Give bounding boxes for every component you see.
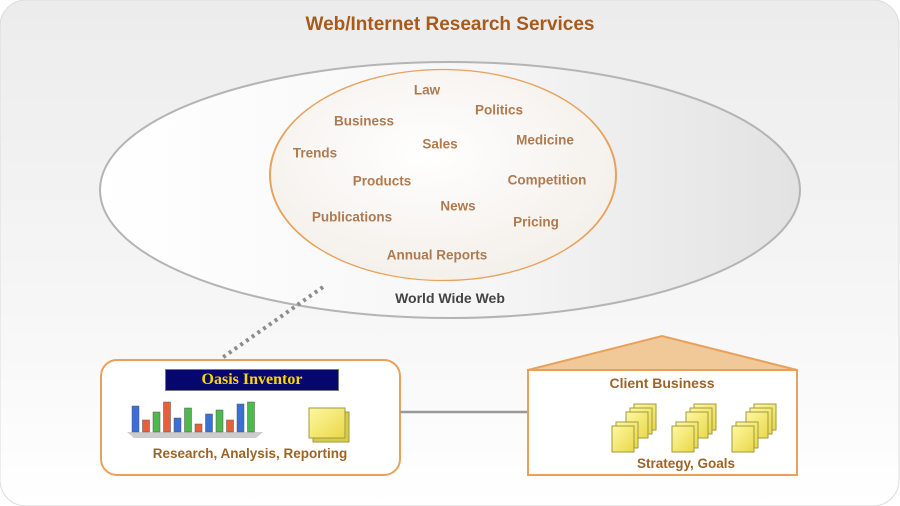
bar-chart-icon-bar — [226, 419, 234, 433]
document-icon — [308, 407, 350, 443]
topic-annual-reports: Annual Reports — [386, 247, 488, 263]
bar-chart-icon-bar — [163, 401, 171, 433]
page-title: Web/Internet Research Services — [305, 14, 595, 35]
bar-chart-icon-bar — [152, 411, 161, 433]
topic-competition: Competition — [507, 172, 587, 188]
bar-chart-icon-bar — [205, 413, 213, 433]
oasis-inventor-badge: Oasis Inventor — [165, 369, 339, 391]
topic-pricing: Pricing — [513, 214, 559, 230]
topic-trends: Trends — [292, 145, 338, 161]
bar-chart-icon-bar — [236, 403, 245, 433]
document-stack-icon — [671, 403, 717, 453]
topic-business: Business — [333, 113, 395, 129]
oasis-caption: Research, Analysis, Reporting — [152, 446, 348, 461]
bar-chart-icon-bar — [131, 405, 140, 433]
client-caption: Strategy, Goals — [637, 456, 736, 471]
topic-medicine: Medicine — [516, 132, 574, 148]
topic-publications: Publications — [311, 209, 393, 225]
world-wide-web-label: World Wide Web — [395, 290, 505, 306]
bar-chart-icon-bar — [173, 417, 182, 433]
bar-chart-icon-bar — [247, 401, 255, 433]
document-stack-icon — [611, 403, 777, 453]
document-stack-icon — [731, 403, 777, 453]
topic-circle — [269, 68, 617, 282]
client-business-label: Client Business — [609, 375, 715, 391]
topic-politics: Politics — [474, 102, 524, 118]
document-stack-icon — [611, 403, 657, 453]
topic-law: Law — [413, 82, 441, 98]
bar-chart-icon-bar — [194, 423, 203, 433]
bar-chart-icon-bar — [184, 407, 192, 433]
bar-chart-icon-bar — [215, 409, 224, 433]
bar-chart-icon-bar — [142, 419, 150, 433]
topic-products: Products — [352, 173, 412, 189]
bar-chart-icon — [127, 401, 263, 438]
topic-news: News — [440, 198, 476, 214]
topic-sales: Sales — [422, 136, 458, 152]
